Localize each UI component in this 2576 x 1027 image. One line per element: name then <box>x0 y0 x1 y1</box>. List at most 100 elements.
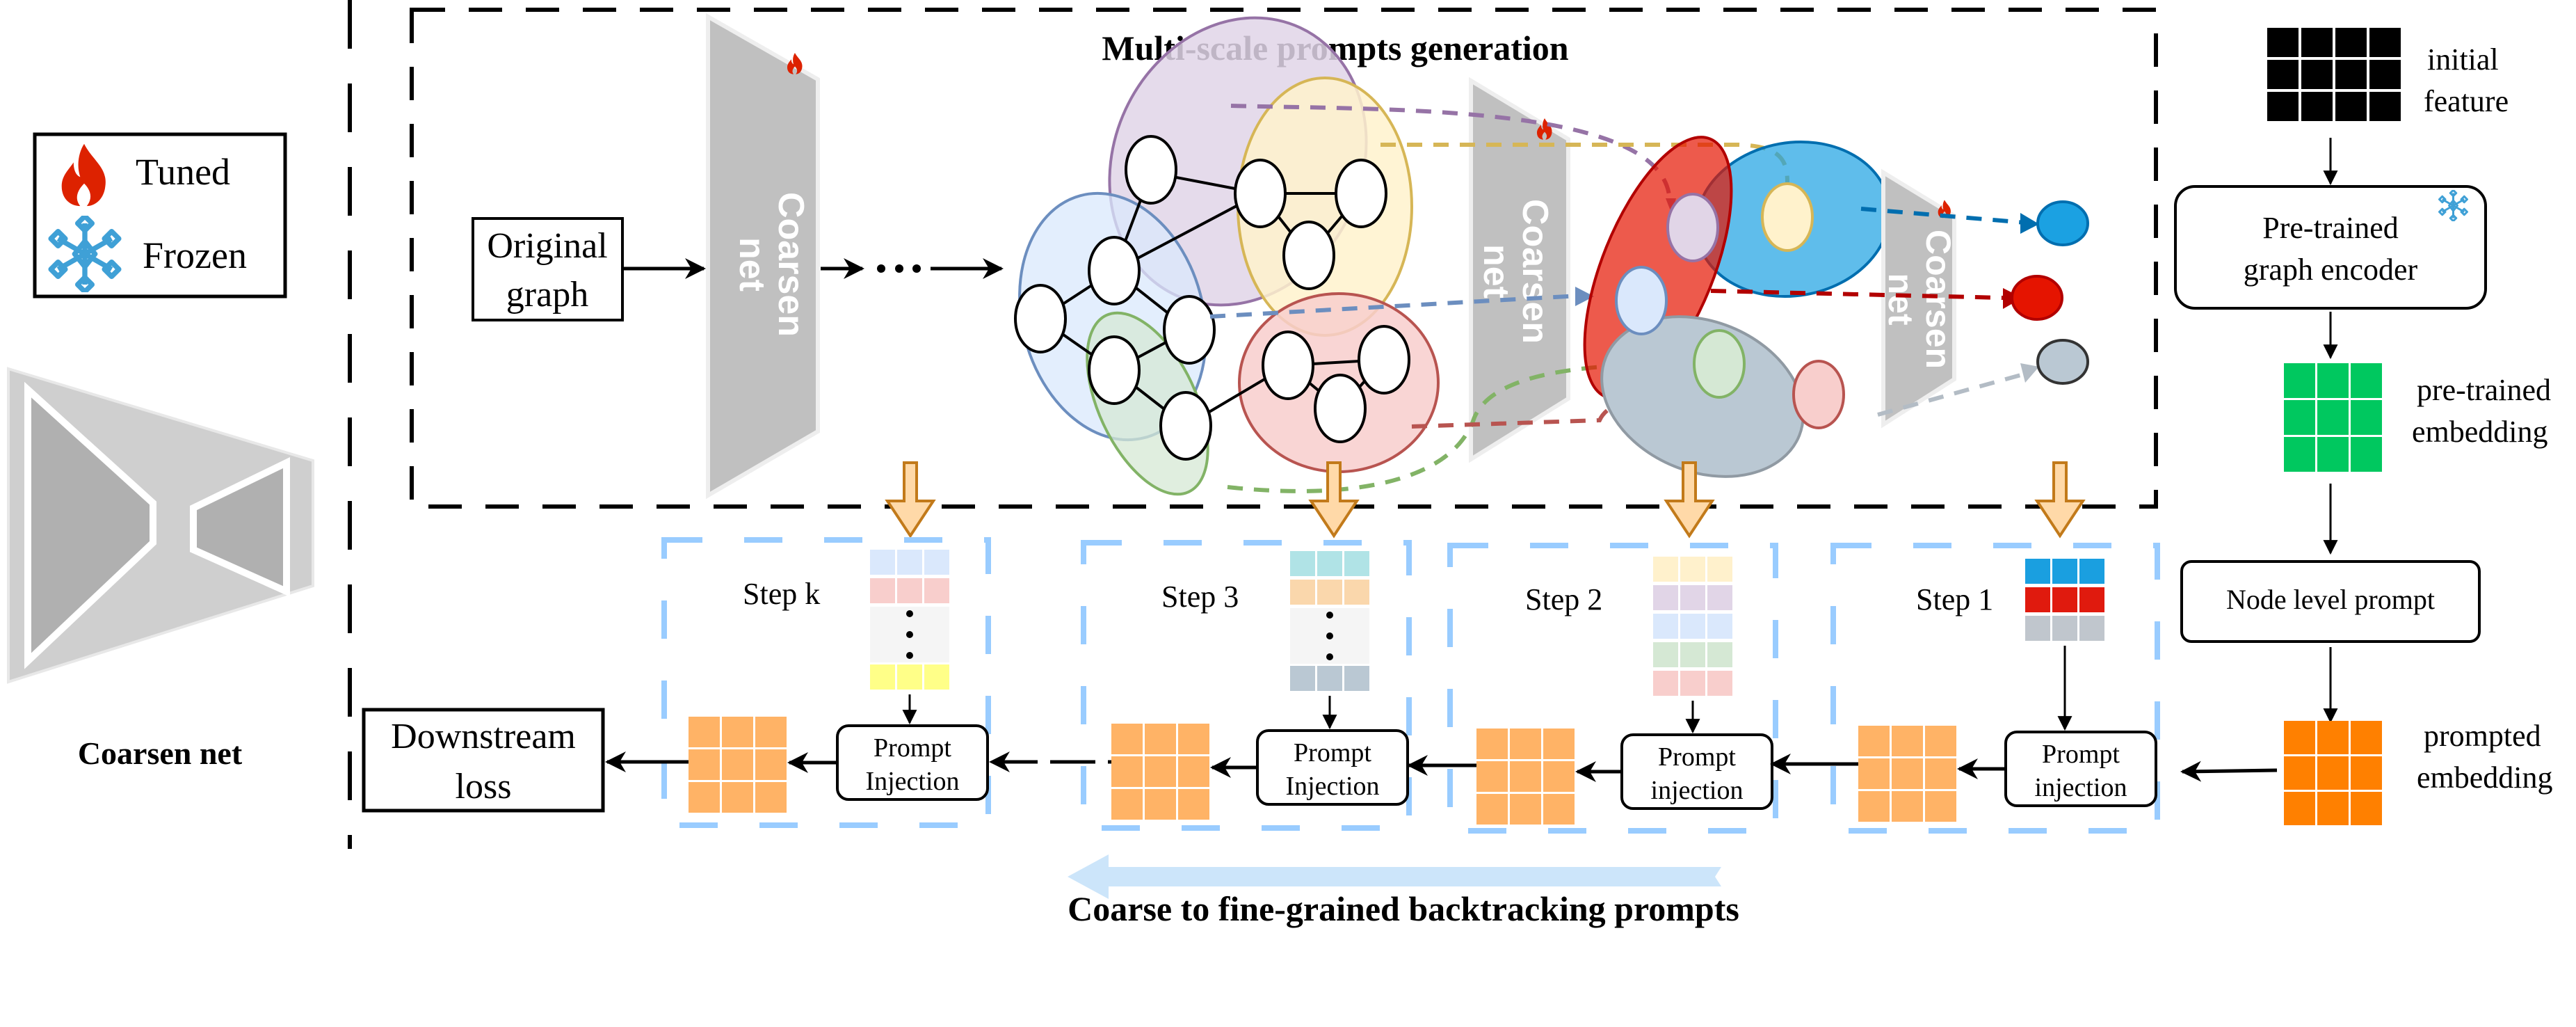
downstream-label-2: loss <box>456 767 512 806</box>
prompt-injection-label: Prompt <box>1294 738 1371 767</box>
coarse-clusters <box>1583 136 1892 478</box>
embedding-cell <box>2284 400 2315 435</box>
prompt-cell <box>1680 642 1705 667</box>
encoder-label-2: graph encoder <box>2244 253 2418 287</box>
step-label: Step k <box>743 577 820 611</box>
prompt-cell <box>2052 559 2077 584</box>
embedding-cell <box>2351 721 2382 754</box>
coarsen-block-2: Coarsen net <box>1469 77 1570 463</box>
prompt-cell <box>897 664 922 690</box>
step-label: Step 2 <box>1525 582 1602 616</box>
ellipsis-dot <box>877 264 885 273</box>
embedding-cell <box>1925 791 1956 822</box>
feature-cell <box>2335 28 2367 57</box>
embedding-cell <box>1892 791 1923 822</box>
final-node-blue <box>2036 200 2089 246</box>
legend: Tuned Frozen <box>33 132 287 298</box>
embedding-cell <box>1178 724 1209 754</box>
prompt-cell <box>924 550 949 575</box>
prompt-cell <box>2079 559 2104 584</box>
pretrained-embedding-label-1: pre-trained <box>2417 373 2551 407</box>
embedding-cell <box>755 749 787 780</box>
embedding-cell <box>689 717 720 747</box>
coarsen-block-label-2: net <box>1881 273 1920 326</box>
prompt-injection-label: Injection <box>865 767 959 796</box>
embedding-cell <box>2284 363 2315 398</box>
right-pipeline: initial feature Pre-trained graph encode… <box>2174 28 2553 825</box>
prompt-cell <box>1653 671 1678 696</box>
feature-cell <box>2267 92 2299 121</box>
node-level-prompt-box <box>2180 560 2481 643</box>
coarse-flow-lines <box>1710 207 2031 417</box>
prompt-cell <box>924 664 949 690</box>
legend-tuned-label: Tuned <box>136 151 230 193</box>
embedding-cell <box>2317 756 2349 790</box>
embedding-cell <box>1178 789 1209 820</box>
final-node-gray <box>2036 339 2089 385</box>
embedding-cell <box>2351 363 2382 398</box>
coarsen-block-1: Coarsen net <box>706 13 820 500</box>
embedding-cell <box>2284 437 2315 472</box>
embedding-cell <box>2284 792 2315 825</box>
pretrained-embedding-label-2: embedding <box>2412 415 2548 449</box>
embedding-cell <box>2351 437 2382 472</box>
prompt-cell <box>1680 585 1705 610</box>
step-label: Step 1 <box>1916 582 1993 616</box>
embedding-cell <box>2351 756 2382 790</box>
feature-cell <box>2267 60 2299 89</box>
prompt-cell <box>897 550 922 575</box>
encoder-label-1: Pre-trained <box>2262 211 2398 245</box>
prompt-cell <box>2079 616 2104 641</box>
prompt-cell <box>1317 580 1342 605</box>
embedding-cell <box>2317 437 2349 472</box>
embedding-cell <box>2284 721 2315 754</box>
node-level-prompt-label: Node level prompt <box>2226 584 2435 615</box>
step-border <box>1830 543 2160 834</box>
ellipsis-dot <box>912 264 921 273</box>
prompt-cell <box>2052 616 2077 641</box>
prompt-cell <box>1653 585 1678 610</box>
embedding-cell <box>1111 789 1143 820</box>
embedding-cell <box>1476 761 1508 792</box>
graph-clusters <box>1018 16 1440 496</box>
ellipsis-dot <box>1326 612 1333 619</box>
embedding-cell <box>1858 726 1890 756</box>
coarsen-block-label-2: net <box>732 237 772 292</box>
embedding-cell <box>755 782 787 813</box>
bottom-caption: Coarse to fine-grained backtracking prom… <box>1068 889 1739 928</box>
coarsen-block-3: Coarsen net <box>1881 168 1958 429</box>
coarsen-block-label-2: net <box>1476 244 1516 298</box>
ellipsis-dot <box>895 264 903 273</box>
coarsen-block-label-1: Coarsen <box>1515 199 1555 344</box>
prompt-cell <box>1680 614 1705 639</box>
embedding-cell <box>1925 758 1956 789</box>
prompt-cell <box>1317 666 1342 691</box>
feature-cell <box>2369 60 2401 89</box>
embedding-cell <box>1145 756 1176 787</box>
prompt-cell <box>1290 551 1315 576</box>
final-node-red <box>2011 275 2063 321</box>
embedding-cell <box>1476 729 1508 759</box>
prompt-cell <box>1707 642 1732 667</box>
step-border <box>1081 540 1412 831</box>
prompt-cell <box>2025 559 2050 584</box>
prompted-embedding-label-1: prompted <box>2424 719 2541 753</box>
embedding-cell <box>1145 724 1176 754</box>
original-graph-box: Original graph <box>472 217 624 321</box>
embedding-cell <box>1510 794 1541 825</box>
prompt-cell <box>1707 557 1732 582</box>
ellipsis-dot <box>906 652 913 659</box>
original-graph-label-1: Original <box>487 226 607 266</box>
embedding-cell <box>1925 726 1956 756</box>
feature-cell <box>2267 28 2299 57</box>
feature-cell <box>2335 60 2367 89</box>
feature-cell <box>2301 92 2333 121</box>
ellipsis-dot <box>1326 653 1333 660</box>
embedding-cell <box>1510 729 1541 759</box>
prompt-injection-label: Injection <box>1285 772 1379 801</box>
embedding-cell <box>1543 761 1575 792</box>
